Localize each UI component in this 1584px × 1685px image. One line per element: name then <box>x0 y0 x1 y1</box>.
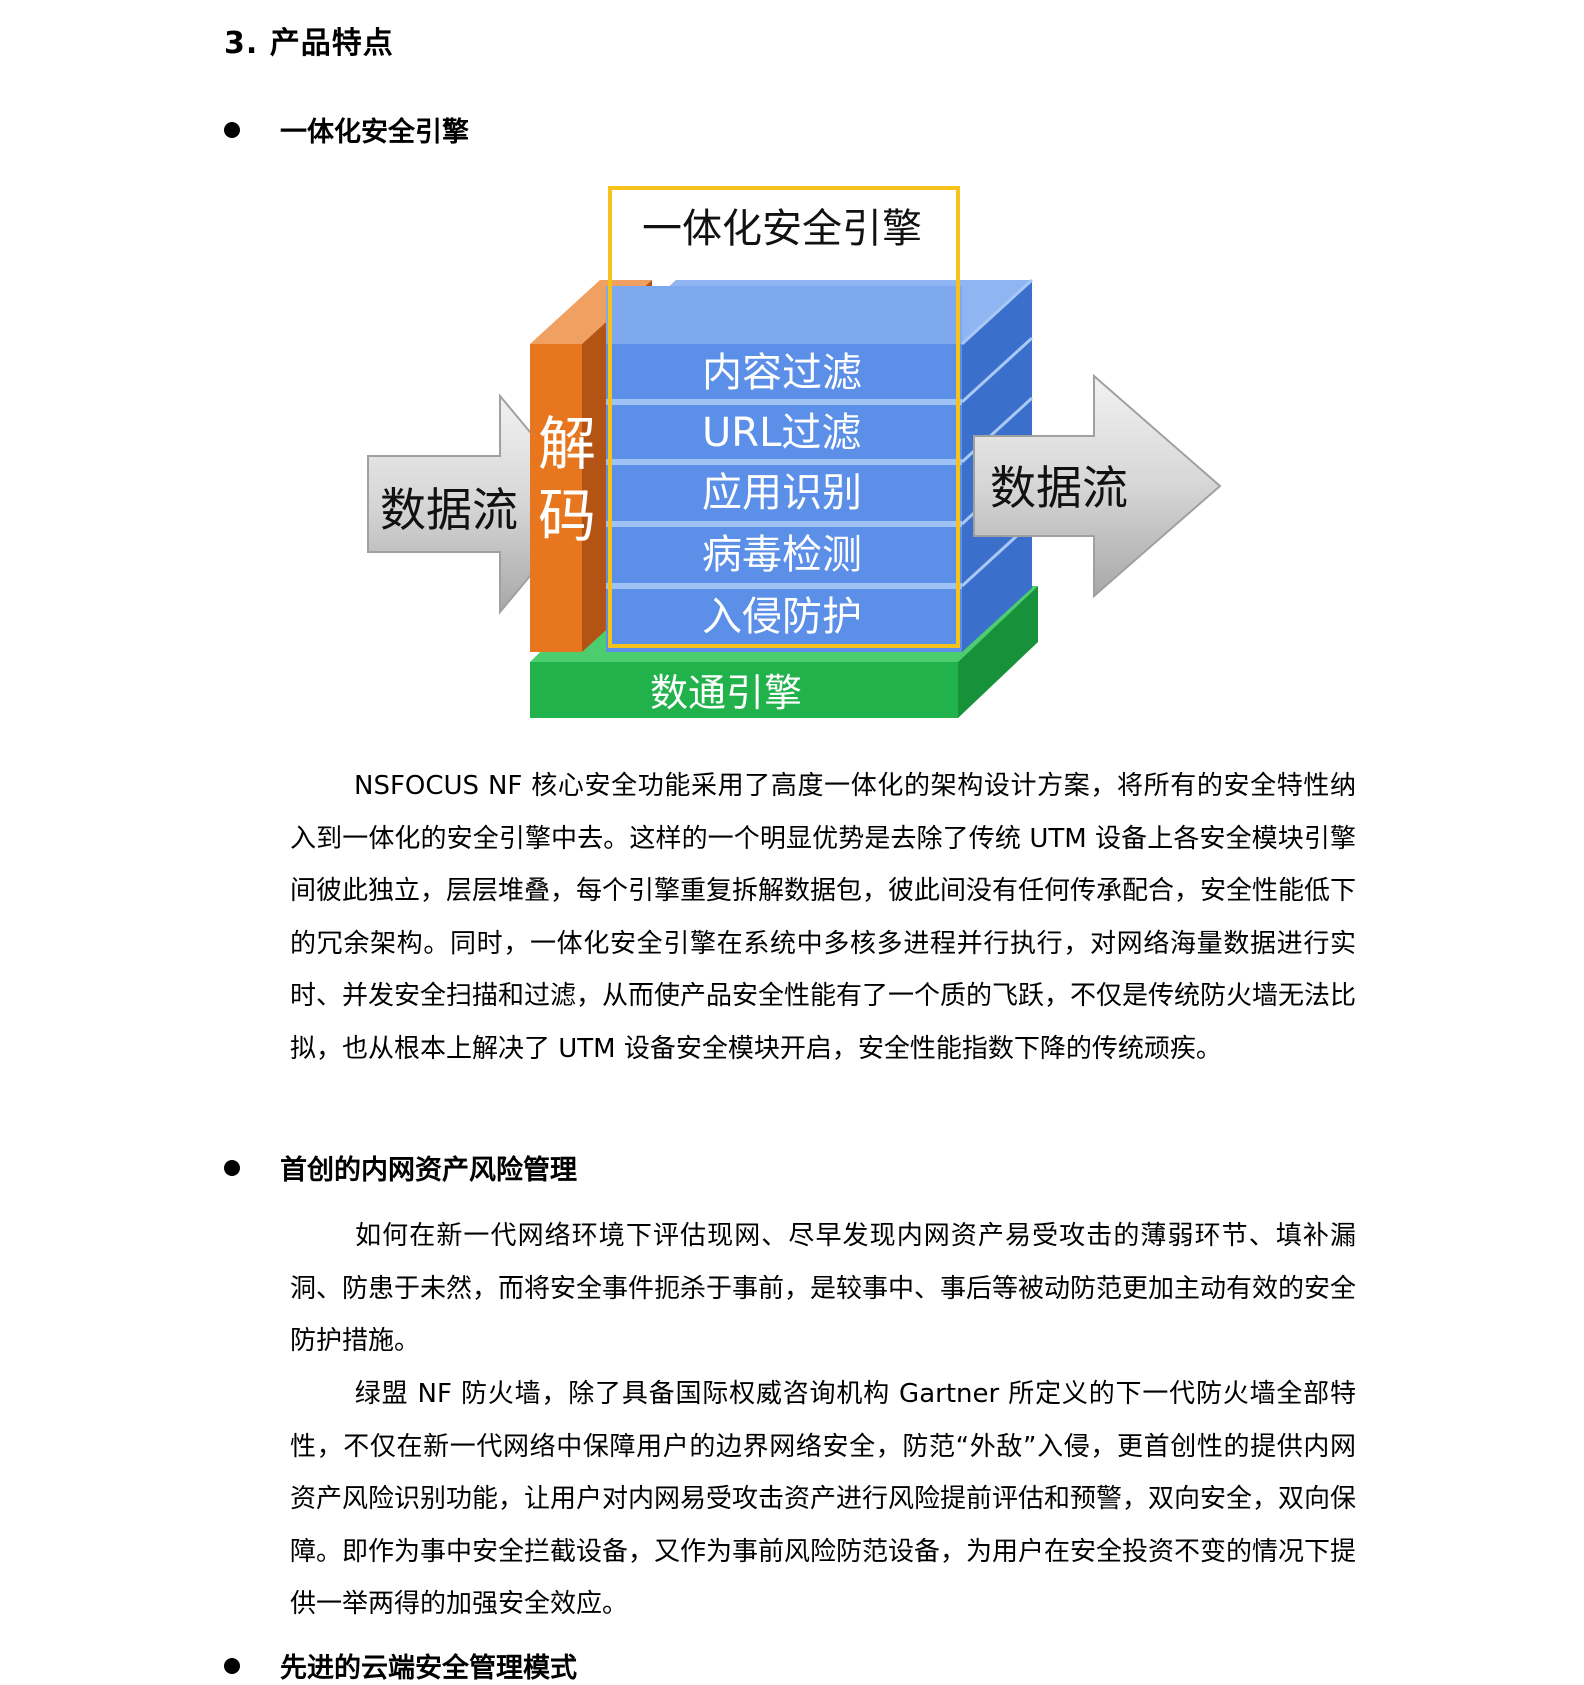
layer-label-app-identify: 应用识别 <box>702 470 862 516</box>
paragraph-text: NSFOCUS NF 核心安全功能采用了高度一体化的架构设计方案，将所有的安全特… <box>290 771 1357 1064</box>
engine-frame <box>608 186 960 648</box>
base-engine-label: 数通引擎 <box>650 671 802 715</box>
layer-label-intrusion-prevent: 入侵防护 <box>702 594 862 640</box>
engine-title: 一体化安全引擎 <box>642 206 922 252</box>
bullet-dot-icon <box>224 1657 240 1674</box>
decode-label-1: 解 <box>538 410 596 478</box>
paragraph-integrated-engine: NSFOCUS NF 核心安全功能采用了高度一体化的架构设计方案，将所有的安全特… <box>290 760 1356 1075</box>
decode-label-2: 码 <box>538 482 596 550</box>
bullet-dot-icon <box>224 1159 240 1176</box>
bullet-title: 一体化安全引擎 <box>280 117 469 148</box>
layer-label-url-filter: URL过滤 <box>702 410 861 456</box>
layer-stack <box>606 278 1034 652</box>
flow-in-label: 数据流 <box>380 483 518 537</box>
bullet-integrated-engine: 一体化安全引擎 <box>224 110 469 149</box>
paragraph-asset-risk-1: 如何在新一代网络环境下评估现网、尽早发现内网资产易受攻击的薄弱环节、填补漏洞、防… <box>290 1210 1356 1368</box>
flow-out-arrow-icon <box>973 373 1222 599</box>
paragraph-asset-risk-2: 绿盟 NF 防火墙，除了具备国际权威咨询机构 Gartner 所定义的下一代防火… <box>290 1368 1356 1631</box>
bullet-title: 首创的内网资产风险管理 <box>280 1155 577 1186</box>
section-heading: 3. 产品特点 <box>224 26 394 61</box>
bullet-title: 先进的云端安全管理模式 <box>280 1653 577 1684</box>
layer-label-virus-detect: 病毒检测 <box>702 532 862 578</box>
layer-label-content-filter: 内容过滤 <box>702 350 862 396</box>
bullet-dot-icon <box>224 121 240 138</box>
integrated-engine-diagram: 数据流 数通引擎 解 码 内容过滤 URL过滤 应用识别 病毒检测 入侵防护 一… <box>367 186 1222 718</box>
bullet-cloud-management: 先进的云端安全管理模式 <box>224 1646 577 1685</box>
paragraph-text: 绿盟 NF 防火墙，除了具备国际权威咨询机构 Gartner 所定义的下一代防火… <box>290 1379 1357 1619</box>
paragraph-text: 如何在新一代网络环境下评估现网、尽早发现内网资产易受攻击的薄弱环节、填补漏洞、防… <box>290 1221 1357 1356</box>
flow-out-label: 数据流 <box>990 461 1128 515</box>
bullet-asset-risk: 首创的内网资产风险管理 <box>224 1148 577 1187</box>
